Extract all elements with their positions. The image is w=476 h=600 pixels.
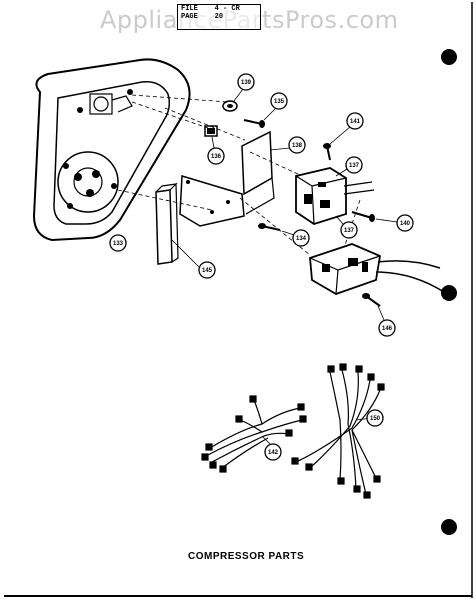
callout-134: 134 bbox=[281, 229, 310, 247]
callout-135: 135 bbox=[263, 92, 288, 121]
callout-133: 133 bbox=[109, 234, 127, 252]
callout-label-140: 140 bbox=[400, 221, 411, 227]
callout-141: 141 bbox=[329, 112, 364, 145]
grommet-139 bbox=[222, 100, 238, 112]
wire-harness-150 bbox=[291, 363, 385, 499]
callout-137-lower: 137 bbox=[335, 215, 358, 239]
clip-136 bbox=[204, 125, 218, 137]
callout-label-141: 141 bbox=[350, 119, 361, 125]
callout-136: 136 bbox=[207, 136, 225, 165]
callout-146: 146 bbox=[377, 305, 396, 337]
screw-140 bbox=[351, 211, 375, 222]
screw-146 bbox=[362, 293, 381, 307]
wire-harness-142 bbox=[201, 395, 307, 473]
callout-label-146: 146 bbox=[382, 326, 393, 332]
callout-label-135: 135 bbox=[274, 99, 285, 105]
screw-141 bbox=[323, 143, 331, 161]
callout-145: 145 bbox=[198, 261, 216, 279]
callout-label-138: 138 bbox=[292, 143, 303, 149]
callout-139: 139 bbox=[233, 73, 255, 102]
file-value: 4 - CR bbox=[214, 5, 240, 13]
callout-label-136: 136 bbox=[211, 154, 222, 160]
overload-146 bbox=[309, 243, 447, 296]
callout-142: 142 bbox=[264, 443, 282, 461]
binder-hole-bottom bbox=[441, 519, 457, 535]
leader-lines bbox=[117, 94, 361, 256]
compressor-housing bbox=[32, 58, 191, 242]
insulation-strip-145 bbox=[155, 182, 201, 269]
page-label: PAGE bbox=[181, 13, 198, 21]
callout-label-137-upper: 137 bbox=[349, 163, 360, 169]
callout-label-133: 133 bbox=[113, 241, 124, 247]
diagram-caption: COMPRESSOR PARTS bbox=[188, 551, 305, 562]
bracket-138 bbox=[179, 130, 275, 227]
page-value: 20 bbox=[214, 13, 224, 21]
file-reference-box: FILE 4 - CR PAGE 20 bbox=[177, 4, 261, 30]
callout-label-150: 150 bbox=[370, 416, 381, 422]
binder-hole-top bbox=[441, 49, 457, 65]
callout-137-upper: 137 bbox=[335, 156, 363, 177]
file-row: FILE 4 - CR bbox=[178, 5, 260, 13]
callout-label-142: 142 bbox=[268, 450, 279, 456]
callout-label-137-lower: 137 bbox=[344, 228, 355, 234]
callout-label-145: 145 bbox=[202, 268, 213, 274]
callout-140: 140 bbox=[375, 214, 414, 232]
screw-135 bbox=[243, 119, 265, 128]
file-label: FILE bbox=[181, 5, 198, 13]
callout-150: 150 bbox=[366, 409, 384, 427]
relay-137 bbox=[295, 167, 375, 225]
page-row: PAGE 20 bbox=[178, 13, 260, 21]
terminal-plate bbox=[57, 151, 119, 213]
callout-label-134: 134 bbox=[296, 236, 307, 242]
callout-label-139: 139 bbox=[241, 80, 252, 86]
screw-134 bbox=[258, 223, 281, 231]
callout-138: 138 bbox=[269, 136, 306, 154]
